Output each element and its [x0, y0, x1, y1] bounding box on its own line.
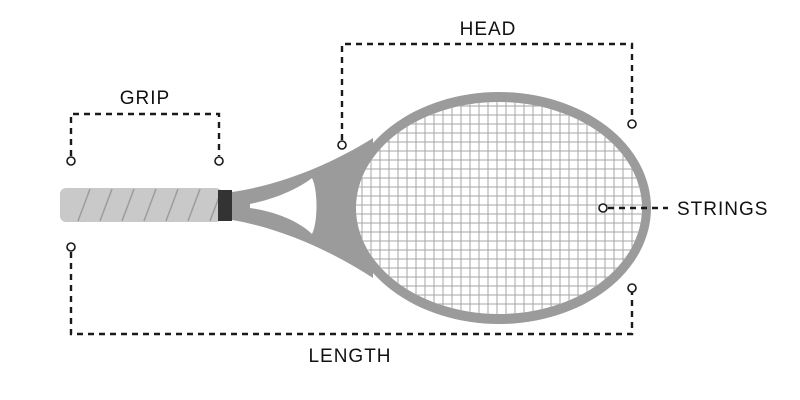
length-marker-right: [627, 283, 637, 293]
racket-grip: [60, 188, 222, 222]
head-label: HEAD: [460, 19, 517, 40]
strings-callout: STRINGS: [598, 199, 768, 220]
racket-head-inner: [356, 102, 642, 314]
length-callout: LENGTH: [66, 242, 637, 367]
grip-marker-right: [214, 156, 224, 166]
head-marker-left: [337, 140, 347, 150]
grip-label: GRIP: [120, 88, 170, 109]
length-label: LENGTH: [308, 346, 391, 367]
strings-marker: [598, 203, 608, 213]
head-callout: HEAD: [337, 19, 637, 150]
racket-grip-collar: [218, 190, 232, 221]
tennis-racket-icon: [60, 92, 651, 324]
racket-strings: [356, 102, 642, 314]
grip-callout: GRIP: [66, 88, 224, 166]
length-marker-left: [66, 242, 76, 252]
racket-throat-opening: [250, 178, 317, 234]
strings-label: STRINGS: [677, 199, 768, 220]
grip-wrap-lines: [77, 188, 220, 222]
grip-marker-left: [66, 156, 76, 166]
head-marker-right: [627, 119, 637, 129]
